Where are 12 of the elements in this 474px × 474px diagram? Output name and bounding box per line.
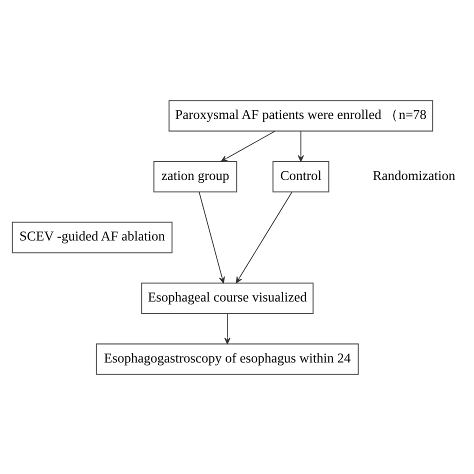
node-box: Esophageal course visualized <box>140 282 314 314</box>
arrow <box>220 130 275 162</box>
arrow <box>198 191 224 283</box>
label: Randomization <box>372 167 455 182</box>
arrow <box>224 312 230 344</box>
node-box: Paroxysmal AF patients were enrolled （n=78 <box>168 100 433 132</box>
node-box: Control <box>272 160 329 192</box>
node-box: Esophagogastroscopy of esophagus within 24 <box>95 342 358 374</box>
arrow <box>235 191 292 283</box>
node-box: SCEV -guided AF ablation <box>11 221 172 253</box>
arrow <box>297 130 304 162</box>
node-box: zation group <box>152 160 237 192</box>
